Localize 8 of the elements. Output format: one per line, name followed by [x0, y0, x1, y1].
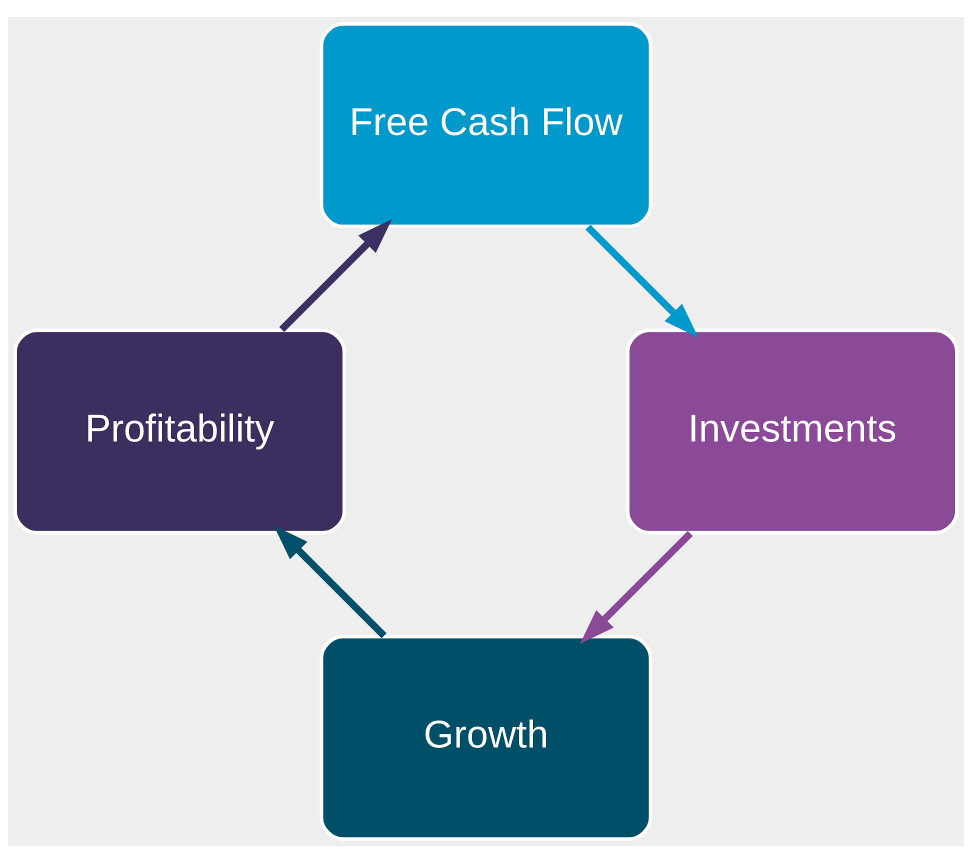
node-box: Investments	[626, 328, 959, 534]
arrow	[586, 224, 698, 338]
node-box: Free Cash Flow	[320, 22, 652, 228]
arrow	[580, 530, 693, 644]
arrow	[279, 219, 392, 332]
node-box: Profitability	[13, 328, 346, 534]
arrow	[274, 526, 387, 638]
node-box: Growth	[320, 634, 652, 841]
